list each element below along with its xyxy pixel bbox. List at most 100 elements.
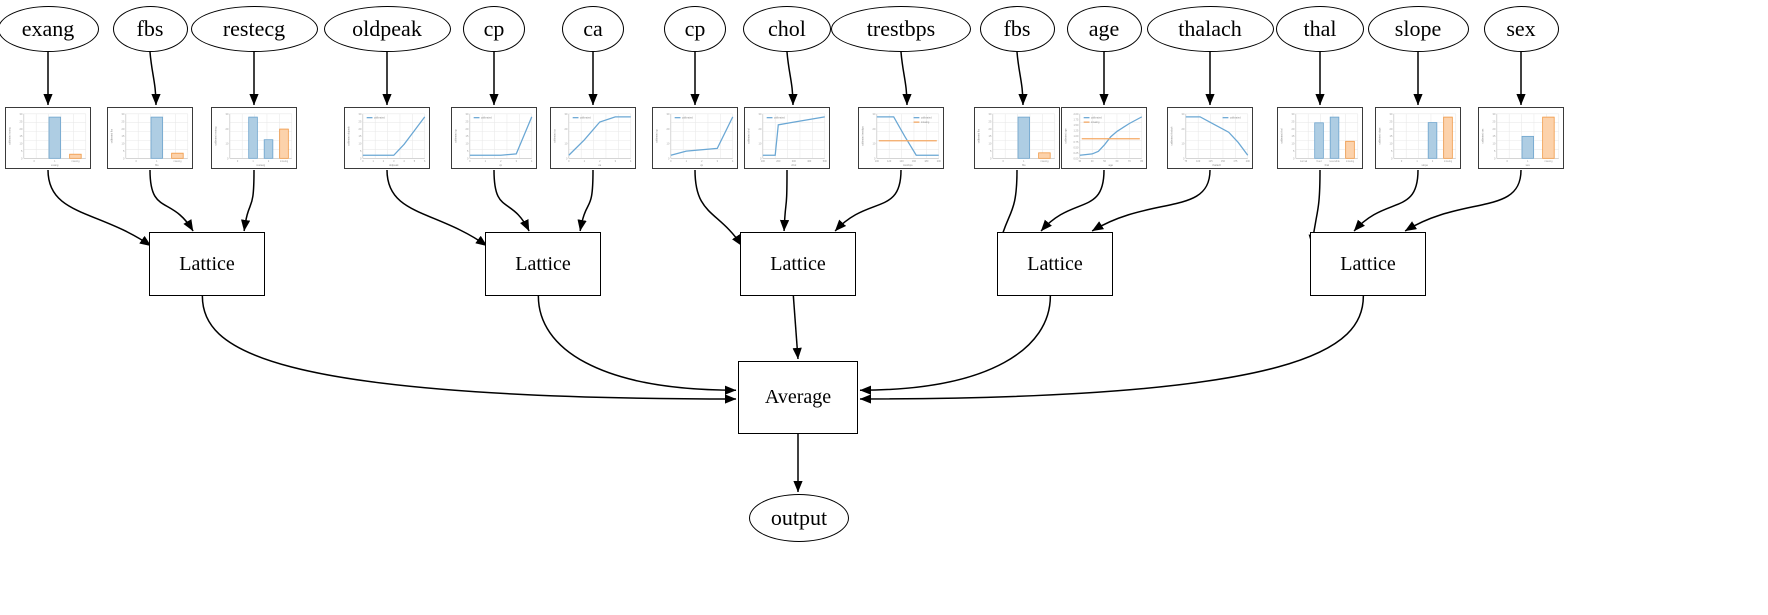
svg-text:fixed: fixed bbox=[1316, 160, 1322, 163]
svg-text:20: 20 bbox=[989, 128, 992, 131]
svg-text:125: 125 bbox=[1209, 160, 1214, 163]
svg-text:20: 20 bbox=[873, 128, 876, 131]
svg-text:oldpeak: oldpeak bbox=[389, 163, 399, 167]
svg-text:2: 2 bbox=[268, 160, 270, 163]
svg-text:15: 15 bbox=[1292, 135, 1295, 138]
average-label: Average bbox=[764, 386, 832, 408]
feature-node-thal-12[interactable]: thal bbox=[1276, 6, 1364, 52]
svg-text:70: 70 bbox=[1128, 160, 1131, 163]
svg-text:1.25: 1.25 bbox=[1073, 130, 1078, 133]
svg-text:0: 0 bbox=[1391, 157, 1393, 160]
lattice-label: Lattice bbox=[515, 252, 571, 275]
feature-node-label: ca bbox=[583, 16, 603, 41]
svg-text:5: 5 bbox=[360, 150, 362, 153]
svg-text:0: 0 bbox=[360, 157, 362, 160]
svg-text:400: 400 bbox=[807, 160, 812, 163]
svg-text:30: 30 bbox=[565, 113, 568, 116]
svg-text:0: 0 bbox=[362, 160, 364, 163]
svg-text:0: 0 bbox=[33, 160, 35, 163]
svg-text:10: 10 bbox=[359, 143, 362, 146]
svg-text:2.00: 2.00 bbox=[1073, 113, 1078, 116]
svg-text:fbs: fbs bbox=[155, 163, 159, 167]
svg-text:calibrated trestbps: calibrated trestbps bbox=[862, 125, 865, 145]
feature-node-slope-13[interactable]: slope bbox=[1367, 6, 1469, 52]
svg-text:160: 160 bbox=[912, 160, 917, 163]
svg-text:25: 25 bbox=[1390, 120, 1393, 123]
svg-text:10: 10 bbox=[122, 143, 125, 146]
feature-node-label: cp bbox=[483, 16, 505, 41]
svg-text:0: 0 bbox=[1293, 157, 1295, 160]
feature-node-oldpeak-3[interactable]: oldpeak bbox=[323, 6, 451, 52]
svg-text:25: 25 bbox=[989, 120, 992, 123]
svg-text:calibrated sex: calibrated sex bbox=[1482, 128, 1485, 144]
feature-node-label: chol bbox=[768, 16, 806, 41]
svg-text:2: 2 bbox=[701, 160, 703, 163]
svg-text:1: 1 bbox=[252, 160, 254, 163]
feature-node-ca-5[interactable]: ca bbox=[562, 6, 624, 52]
feature-node-sex-14[interactable]: sex bbox=[1483, 6, 1559, 52]
feature-node-exang-0[interactable]: exang bbox=[0, 6, 99, 52]
lattice-node-2[interactable]: Lattice bbox=[485, 232, 601, 296]
output-node[interactable]: output bbox=[749, 494, 849, 542]
lattice-node-5[interactable]: Lattice bbox=[1310, 232, 1426, 296]
svg-text:ca: ca bbox=[598, 164, 601, 167]
svg-text:calibrated: calibrated bbox=[374, 117, 385, 120]
svg-text:reversible: reversible bbox=[1329, 160, 1340, 163]
svg-text:0: 0 bbox=[1002, 160, 1004, 163]
svg-text:30: 30 bbox=[873, 113, 876, 116]
feature-node-restecg-2[interactable]: restecg bbox=[190, 6, 318, 52]
svg-text:age: age bbox=[1109, 164, 1114, 167]
feature-node-label: slope bbox=[1394, 16, 1442, 41]
svg-text:0: 0 bbox=[1494, 157, 1496, 160]
feature-node-fbs-1[interactable]: fbs bbox=[112, 6, 188, 52]
svg-text:20: 20 bbox=[466, 128, 469, 131]
svg-text:0: 0 bbox=[568, 160, 570, 163]
feature-node-cp-4[interactable]: cp bbox=[463, 6, 525, 52]
svg-text:500: 500 bbox=[823, 160, 828, 163]
svg-text:1: 1 bbox=[372, 160, 374, 163]
svg-text:calibrated: calibrated bbox=[774, 117, 785, 120]
svg-text:4: 4 bbox=[531, 160, 533, 163]
svg-text:0: 0 bbox=[1183, 157, 1185, 160]
svg-text:4: 4 bbox=[630, 160, 632, 163]
svg-text:sex: sex bbox=[1526, 164, 1531, 167]
svg-text:chol: chol bbox=[791, 163, 796, 167]
lattice-node-4[interactable]: Lattice bbox=[997, 232, 1113, 296]
svg-text:10: 10 bbox=[1493, 143, 1496, 146]
svg-text:20: 20 bbox=[1390, 128, 1393, 131]
svg-text:25: 25 bbox=[20, 120, 23, 123]
svg-text:fbs: fbs bbox=[1022, 163, 1026, 167]
svg-text:30: 30 bbox=[122, 113, 125, 116]
svg-text:0.50: 0.50 bbox=[1073, 146, 1078, 149]
svg-text:1: 1 bbox=[1416, 160, 1418, 163]
svg-text:20: 20 bbox=[1493, 128, 1496, 131]
lattice-node-3[interactable]: Lattice bbox=[740, 232, 856, 296]
svg-text:0.25: 0.25 bbox=[1073, 152, 1078, 155]
svg-text:100: 100 bbox=[1196, 160, 1201, 163]
svg-text:0.00: 0.00 bbox=[1073, 157, 1078, 160]
feature-node-label: oldpeak bbox=[352, 16, 422, 41]
lattice-node-1[interactable]: Lattice bbox=[149, 232, 265, 296]
feature-node-chol-7[interactable]: chol bbox=[743, 6, 831, 52]
feature-node-trestbps-8[interactable]: trestbps bbox=[831, 6, 971, 52]
feature-node-age-10[interactable]: age bbox=[1066, 6, 1142, 52]
svg-text:10: 10 bbox=[1390, 143, 1393, 146]
svg-text:0: 0 bbox=[990, 157, 992, 160]
svg-text:10: 10 bbox=[1292, 143, 1295, 146]
svg-text:calibrated chol: calibrated chol bbox=[748, 128, 751, 144]
svg-text:0: 0 bbox=[237, 160, 239, 163]
feature-node-fbs-9[interactable]: fbs bbox=[979, 6, 1055, 52]
svg-text:3: 3 bbox=[615, 160, 617, 163]
svg-text:5: 5 bbox=[123, 150, 125, 153]
feature-node-cp-6[interactable]: cp bbox=[664, 6, 726, 52]
average-node[interactable]: Average bbox=[738, 361, 858, 434]
svg-text:5: 5 bbox=[21, 150, 23, 153]
svg-text:20: 20 bbox=[1292, 128, 1295, 131]
svg-text:5: 5 bbox=[467, 150, 469, 153]
feature-node-thalach-11[interactable]: thalach bbox=[1146, 6, 1274, 52]
svg-text:missing: missing bbox=[921, 121, 930, 124]
